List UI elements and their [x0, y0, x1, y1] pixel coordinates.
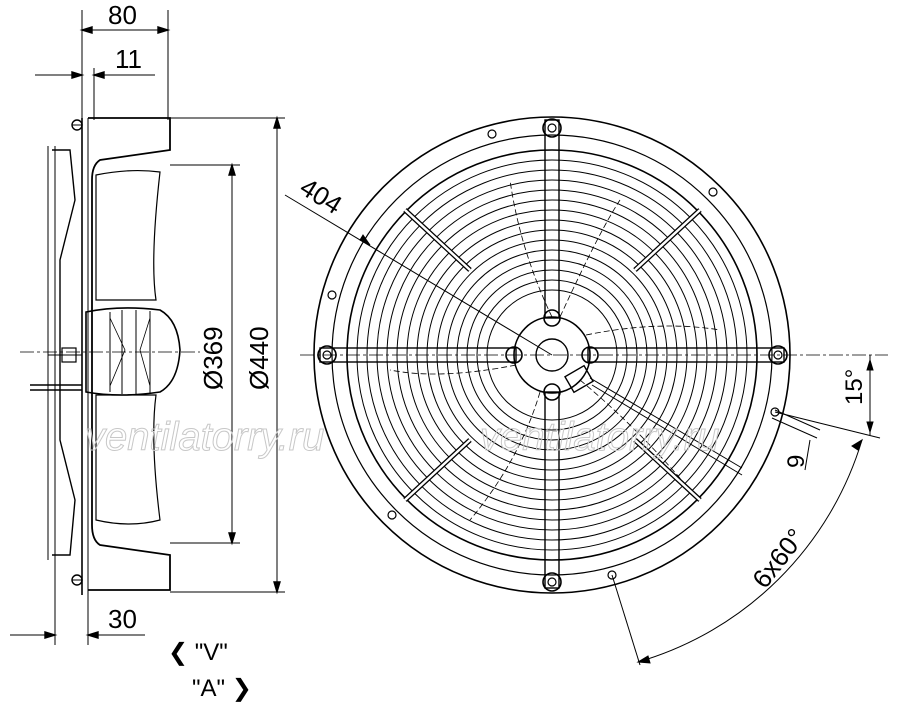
dim-80-label: 80 [108, 0, 137, 30]
side-view [10, 10, 285, 645]
watermark-left: ventilatorry.ru [85, 415, 324, 459]
dim-11-label: 11 [115, 44, 142, 74]
dim-9-label: 9 [783, 455, 810, 468]
view-a-label: "A" ❯ [192, 674, 252, 703]
dim-440-label: Ø440 [244, 326, 274, 390]
watermark-right: ventilatorry.ru [480, 415, 719, 459]
view-v-label: ❮ "V" [168, 638, 228, 667]
view-v-text: "V" [194, 639, 228, 666]
dim-6x60-label: 6x60° [746, 523, 811, 594]
view-a-text: "A" [192, 675, 226, 702]
dim-15-angle-label: 15° [841, 369, 868, 405]
dim-369-label: Ø369 [198, 326, 228, 390]
dim-30-label: 30 [108, 604, 137, 634]
arrow-right-icon: ❯ [231, 674, 252, 702]
front-view [284, 116, 888, 666]
arrow-left-icon: ❮ [168, 638, 189, 666]
dim-404-label: 404 [295, 172, 348, 220]
